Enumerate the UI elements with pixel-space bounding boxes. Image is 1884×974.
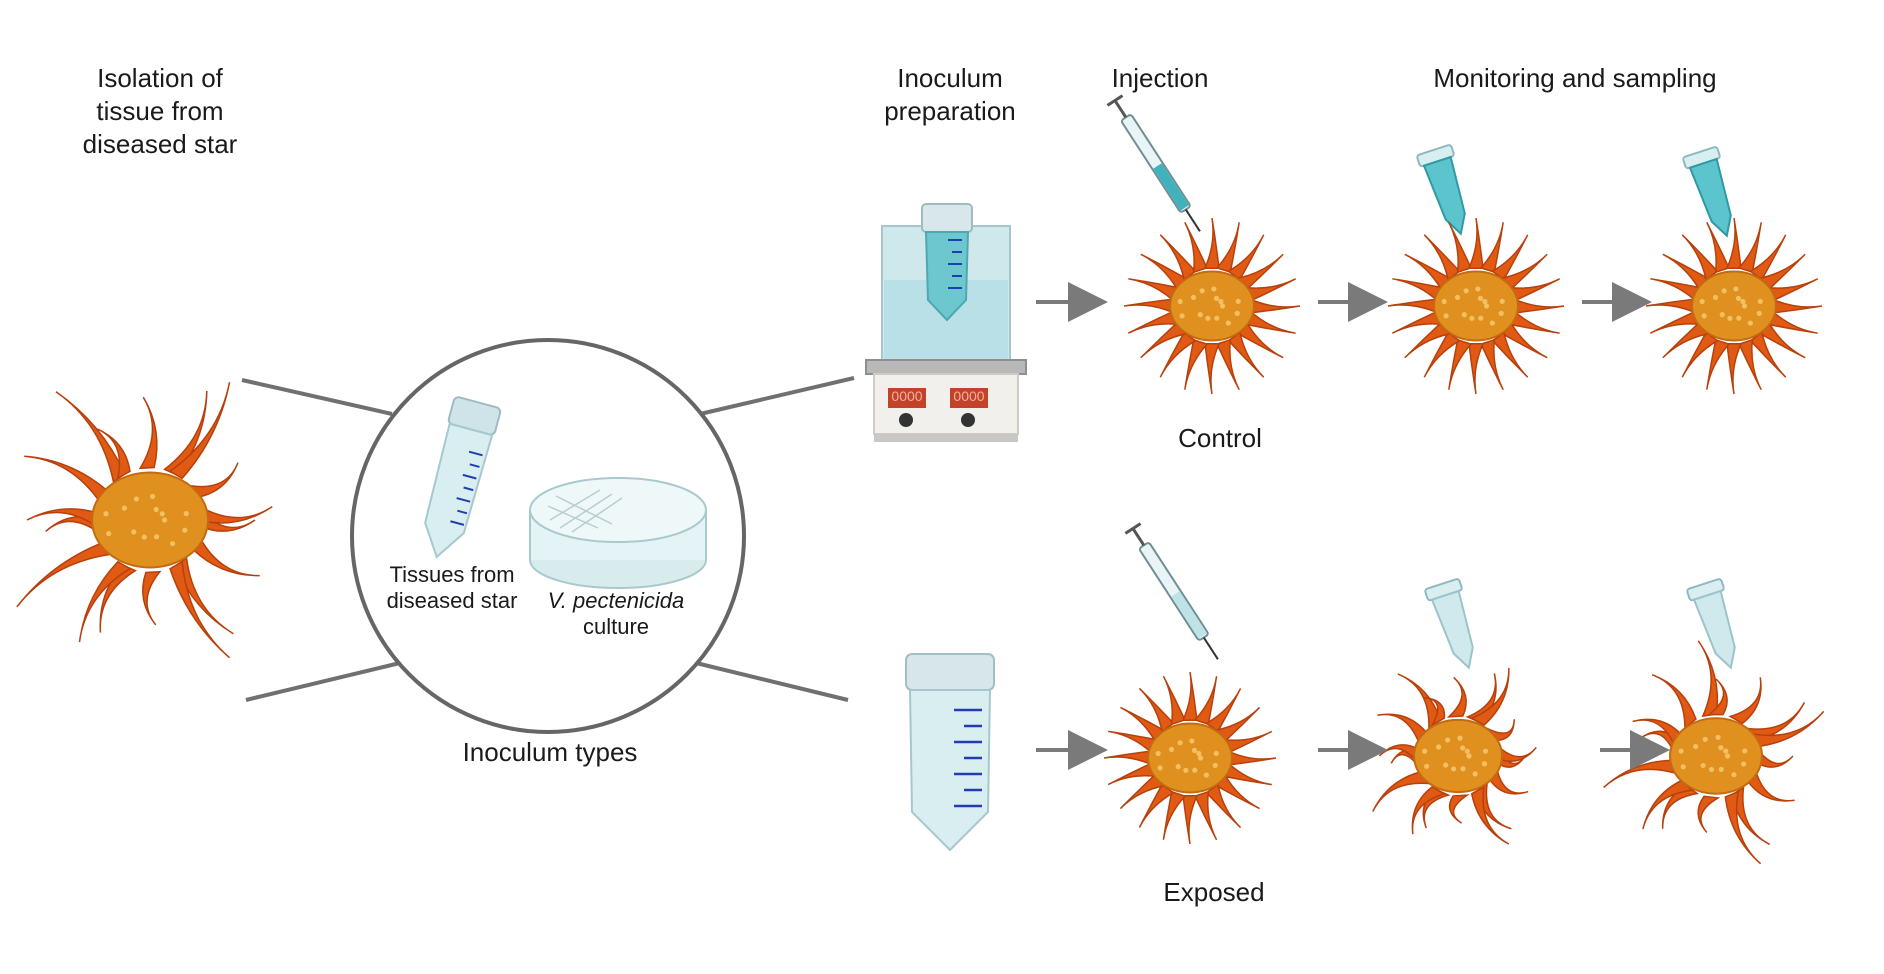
sampling-tube-control-1 [1416,144,1466,236]
connector-lower-right [691,660,849,702]
connector-lower-left [245,660,405,702]
connector-upper-left [241,378,393,416]
syringe-icon-exposed [1124,522,1219,660]
inoculum-tube-icon [905,653,995,852]
sea-star-exposed-1 [1103,671,1277,845]
label-tissues: Tissues from diseased star [386,562,518,613]
connector-lines [241,376,855,702]
sea-star-diseased [16,382,273,659]
label-vp-name: V. pectenicida [547,588,685,613]
label-injection: Injection [1111,63,1209,93]
sampling-tube-exposed-2 [1686,578,1736,670]
sea-star-exposed-2 [1372,667,1537,845]
sampling-tube-exposed-1 [1424,578,1474,670]
label-control: Control [1178,423,1262,453]
hotplate-display-right: 0000 [953,388,985,404]
tissue-tube-icon [424,396,502,559]
sea-star-control-3 [1645,217,1823,395]
sampling-tube-control-2 [1682,146,1732,238]
syringe-icon-control [1106,94,1201,232]
hotplate-display-left: 0000 [891,388,923,404]
petri-dish-icon [529,477,707,589]
sea-star-control-1 [1123,217,1301,395]
connector-upper-right [699,376,855,416]
flow-arrows [1036,282,1670,770]
label-inoculum-preparation: Inoculum preparation [884,63,1016,126]
label-isolation: Isolation of tissue from diseased star [82,63,238,159]
label-inoculum-types: Inoculum types [462,737,638,767]
sea-star-exposed-3 [1603,640,1825,865]
label-vp-culture: culture [582,614,650,639]
label-monitoring: Monitoring and sampling [1433,63,1717,93]
label-exposed: Exposed [1163,877,1265,907]
beaker-hotplate-icon [865,203,1027,442]
sea-star-control-2 [1387,217,1565,395]
